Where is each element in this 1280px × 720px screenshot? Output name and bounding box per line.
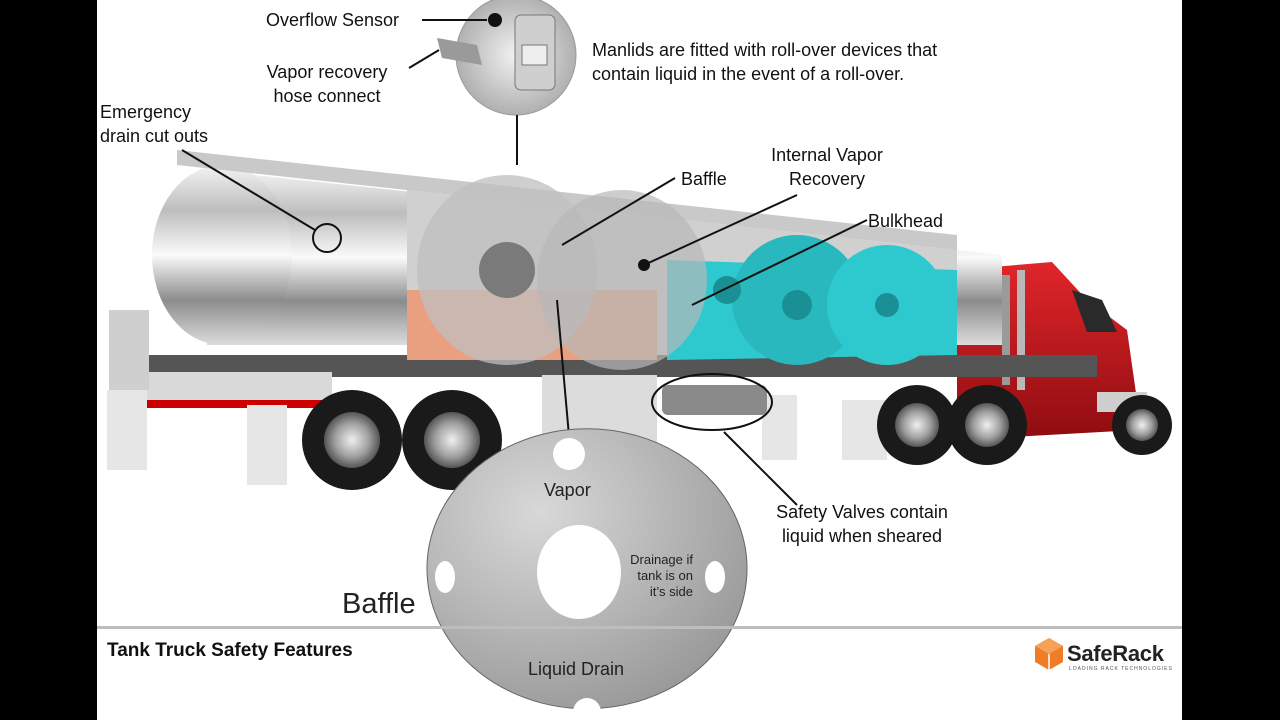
tank-body <box>152 150 1002 370</box>
label-bulkhead: Bulkhead <box>868 211 944 231</box>
baffle-detail-title: Baffle <box>342 588 416 620</box>
saferack-logo: SafeRack LOADING RACK TECHNOLOGIES <box>1033 636 1178 676</box>
baffle-detail-liquid-drain: Liquid Drain <box>528 659 625 679</box>
label-emergency-line1: Emergency <box>100 102 192 122</box>
label-internal-vapor-line1: Internal Vapor <box>771 145 883 165</box>
drainage-line3: it’s side <box>649 584 693 599</box>
footer-title: Tank Truck Safety Features <box>107 640 353 661</box>
logo-name: SafeRack <box>1067 641 1164 666</box>
label-safety-valves-line1: Safety Valves contain <box>776 502 948 522</box>
label-vapor-recovery-line1: Vapor recovery <box>266 62 388 82</box>
tank-truck-illustration <box>107 0 1172 720</box>
slide: Overflow Sensor Vapor recovery hose conn… <box>97 0 1182 720</box>
rear-wheels <box>302 385 1172 490</box>
label-manlids: Manlids are fitted with roll-over device… <box>592 38 937 86</box>
label-safety-valves-line2: liquid when sheared <box>781 526 943 546</box>
label-baffle: Baffle <box>681 169 727 189</box>
label-internal-vapor-recovery: Internal Vapor Recovery <box>752 143 902 191</box>
label-safety-valves: Safety Valves contain liquid when sheare… <box>757 500 967 548</box>
saferack-logo-mark <box>1035 638 1063 670</box>
logo-tagline: LOADING RACK TECHNOLOGIES <box>1069 666 1173 672</box>
manlid-inset <box>437 0 577 165</box>
label-manlids-line2: contain liquid in the event of a roll-ov… <box>592 64 905 84</box>
baffle-detail-drainage: Drainage if tank is on it’s side <box>615 552 693 600</box>
baffle-detail-vapor: Vapor <box>544 480 591 500</box>
leader-lines <box>181 19 868 506</box>
label-vapor-recovery: Vapor recovery hose connect <box>257 60 397 108</box>
label-manlids-line1: Manlids are fitted with roll-over device… <box>592 40 938 60</box>
label-overflow-sensor: Overflow Sensor <box>266 10 400 30</box>
label-vapor-recovery-line2: hose connect <box>273 86 381 106</box>
footer-divider <box>97 626 1182 629</box>
label-internal-vapor-line2: Recovery <box>788 169 866 189</box>
drainage-line2: tank is on <box>637 568 693 583</box>
baffle-detail-disc <box>426 428 748 720</box>
label-emergency-drain: Emergency drain cut outs <box>100 100 208 148</box>
label-emergency-line2: drain cut outs <box>100 126 209 146</box>
drainage-line1: Drainage if <box>630 552 693 567</box>
